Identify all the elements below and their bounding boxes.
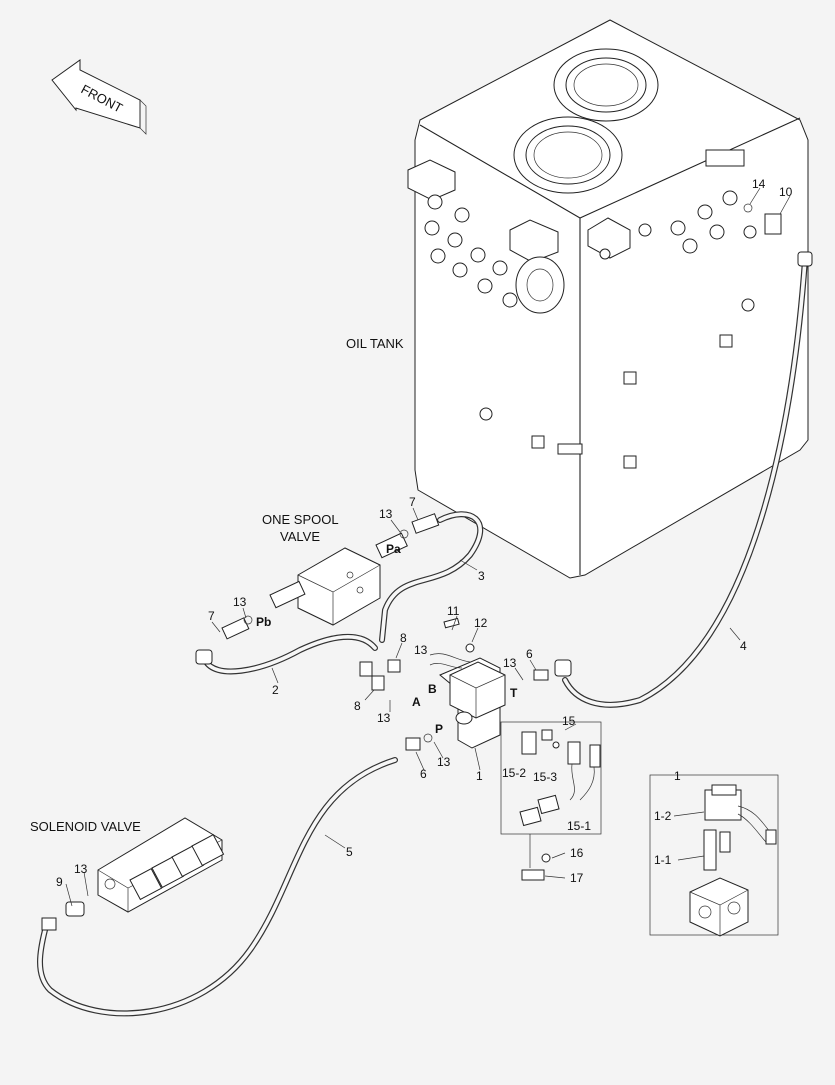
callout-5: 5: [346, 845, 353, 859]
solenoid-valve-label: SOLENOID VALVE: [30, 819, 141, 834]
one-spool-valve-label-line1: ONE SPOOL: [262, 512, 339, 527]
directional-valve: [359, 617, 506, 749]
callout-15: 15: [562, 714, 576, 728]
callout-1-2: 1-2: [654, 809, 672, 823]
callout-15-1: 15-1: [567, 819, 591, 833]
callout-1-detail: 1: [674, 769, 681, 783]
callout-13-pb: 13: [233, 595, 247, 609]
callout-2: 2: [272, 683, 279, 697]
callout-6-p: 6: [420, 767, 427, 781]
callout-11: 11: [447, 604, 460, 618]
valve-detail-box: [649, 774, 779, 937]
callout-13-a: 13: [377, 711, 391, 725]
callout-10: 10: [779, 185, 793, 199]
wiring-harness-group: [500, 721, 602, 881]
callout-8-upper: 8: [400, 631, 407, 645]
callout-13-p: 13: [437, 755, 451, 769]
callout-15-3: 15-3: [533, 770, 557, 784]
port-pa: Pa: [386, 542, 401, 556]
oil-tank: OIL TANK: [346, 19, 809, 579]
callout-12: 12: [474, 616, 488, 630]
callout-16: 16: [570, 846, 584, 860]
callout-17: 17: [570, 871, 584, 885]
callout-7-lower: 7: [208, 609, 215, 623]
callout-1-1: 1-1: [654, 853, 672, 867]
callout-14: 14: [752, 177, 766, 191]
one-spool-valve: ONE SPOOL VALVE: [262, 512, 408, 626]
hoses: [37, 257, 808, 1017]
callout-6-t: 6: [526, 647, 533, 661]
front-direction-arrow: FRONT: [51, 59, 147, 135]
callout-8-lower: 8: [354, 699, 361, 713]
callout-1: 1: [476, 769, 483, 783]
callout-3: 3: [478, 569, 485, 583]
leader-lines: [65, 187, 791, 907]
callout-13-b: 13: [414, 643, 428, 657]
port-pb: Pb: [256, 615, 271, 629]
port-p: P: [435, 722, 443, 736]
callout-4: 4: [740, 639, 747, 653]
solenoid-valve: SOLENOID VALVE: [30, 817, 225, 931]
port-t: T: [510, 686, 518, 700]
oil-tank-label: OIL TANK: [346, 336, 404, 351]
callout-13-upper: 13: [379, 507, 393, 521]
port-b: B: [428, 682, 437, 696]
callout-numbers: 7 13 7 13 3 2 4 11 12 8 13 8 13 13 6 1 6…: [56, 177, 793, 889]
callout-13-t: 13: [503, 656, 517, 670]
one-spool-valve-label-line2: VALVE: [280, 529, 320, 544]
port-a: A: [412, 695, 421, 709]
callout-15-2: 15-2: [502, 766, 526, 780]
fittings: [195, 203, 813, 751]
callout-7-upper: 7: [409, 495, 416, 509]
callout-13-solenoid: 13: [74, 862, 88, 876]
callout-9: 9: [56, 875, 63, 889]
